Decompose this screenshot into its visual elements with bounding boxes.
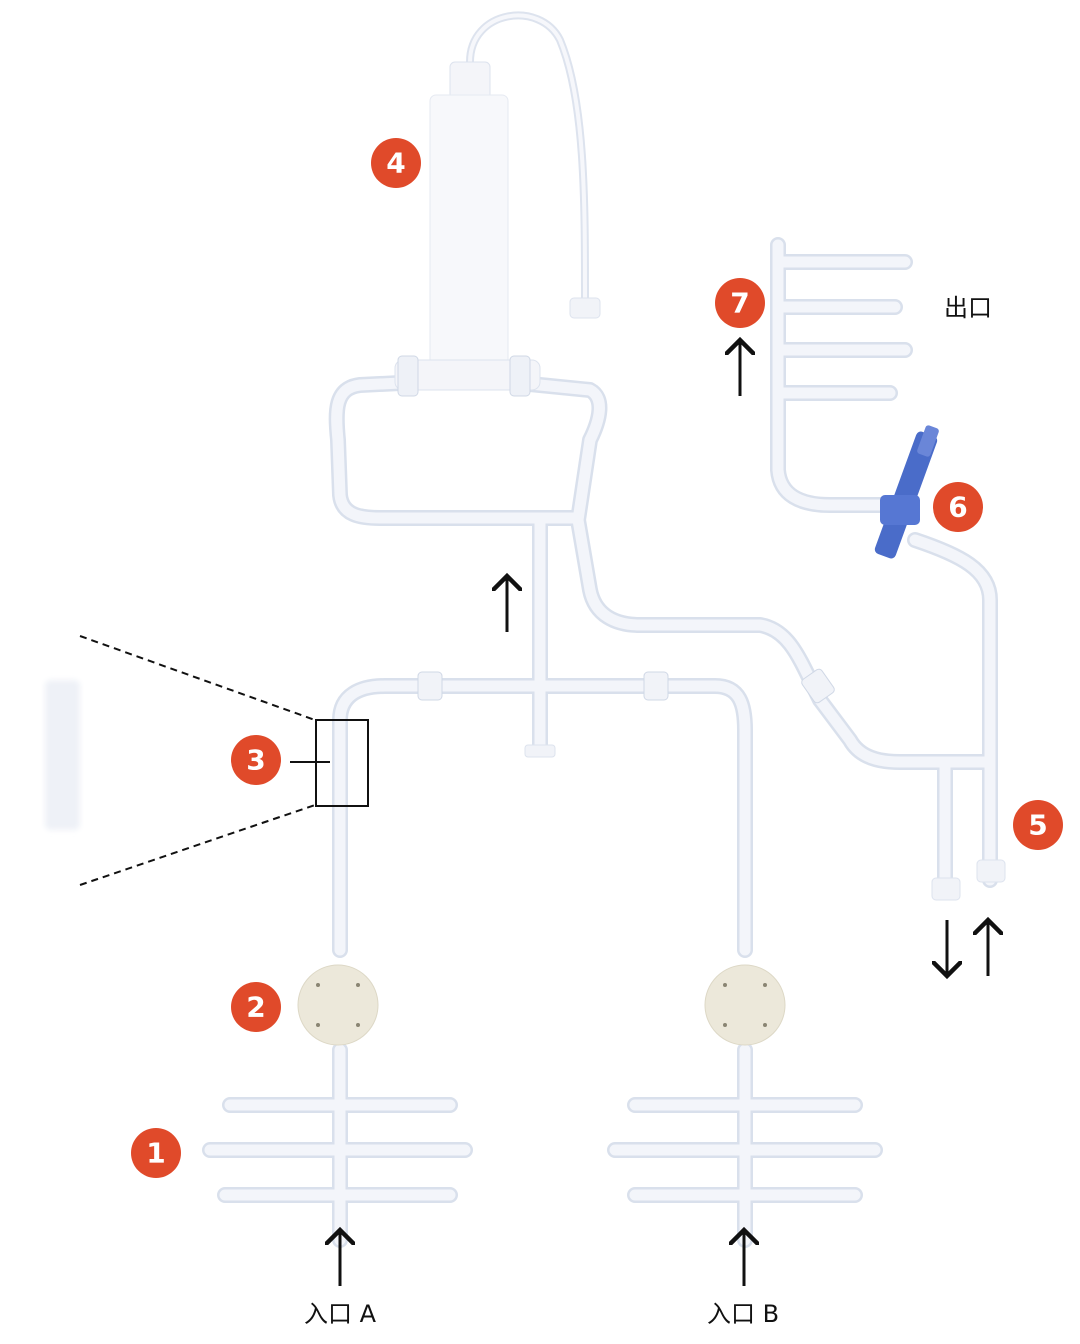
svg-text:4: 4 xyxy=(386,147,405,180)
badge-5: 5 xyxy=(1013,800,1063,850)
sampling-tube xyxy=(466,11,601,319)
badge-2: 2 xyxy=(231,982,281,1032)
filter-cartridge xyxy=(394,61,541,397)
badge-6: 6 xyxy=(933,482,983,532)
outlet-label: 出口 xyxy=(944,294,992,322)
pump-a xyxy=(297,964,379,1046)
pump-b xyxy=(704,964,786,1046)
inlet-a-label: 入口 A xyxy=(304,1300,377,1328)
detail-callout xyxy=(45,635,369,886)
badge-1: 1 xyxy=(131,1128,181,1178)
svg-text:6: 6 xyxy=(948,491,967,524)
inlet-b-label: 入口 B xyxy=(707,1300,779,1328)
flow-arrows xyxy=(340,340,988,1286)
svg-text:1: 1 xyxy=(146,1137,165,1170)
svg-text:3: 3 xyxy=(246,744,265,777)
svg-text:2: 2 xyxy=(246,991,265,1024)
tubing-network xyxy=(202,237,1006,1248)
svg-text:7: 7 xyxy=(730,287,749,320)
badge-7: 7 xyxy=(715,278,765,328)
badge-4: 4 xyxy=(371,138,421,188)
valve xyxy=(874,425,939,559)
svg-text:5: 5 xyxy=(1028,809,1047,842)
badge-3: 3 xyxy=(231,735,281,785)
